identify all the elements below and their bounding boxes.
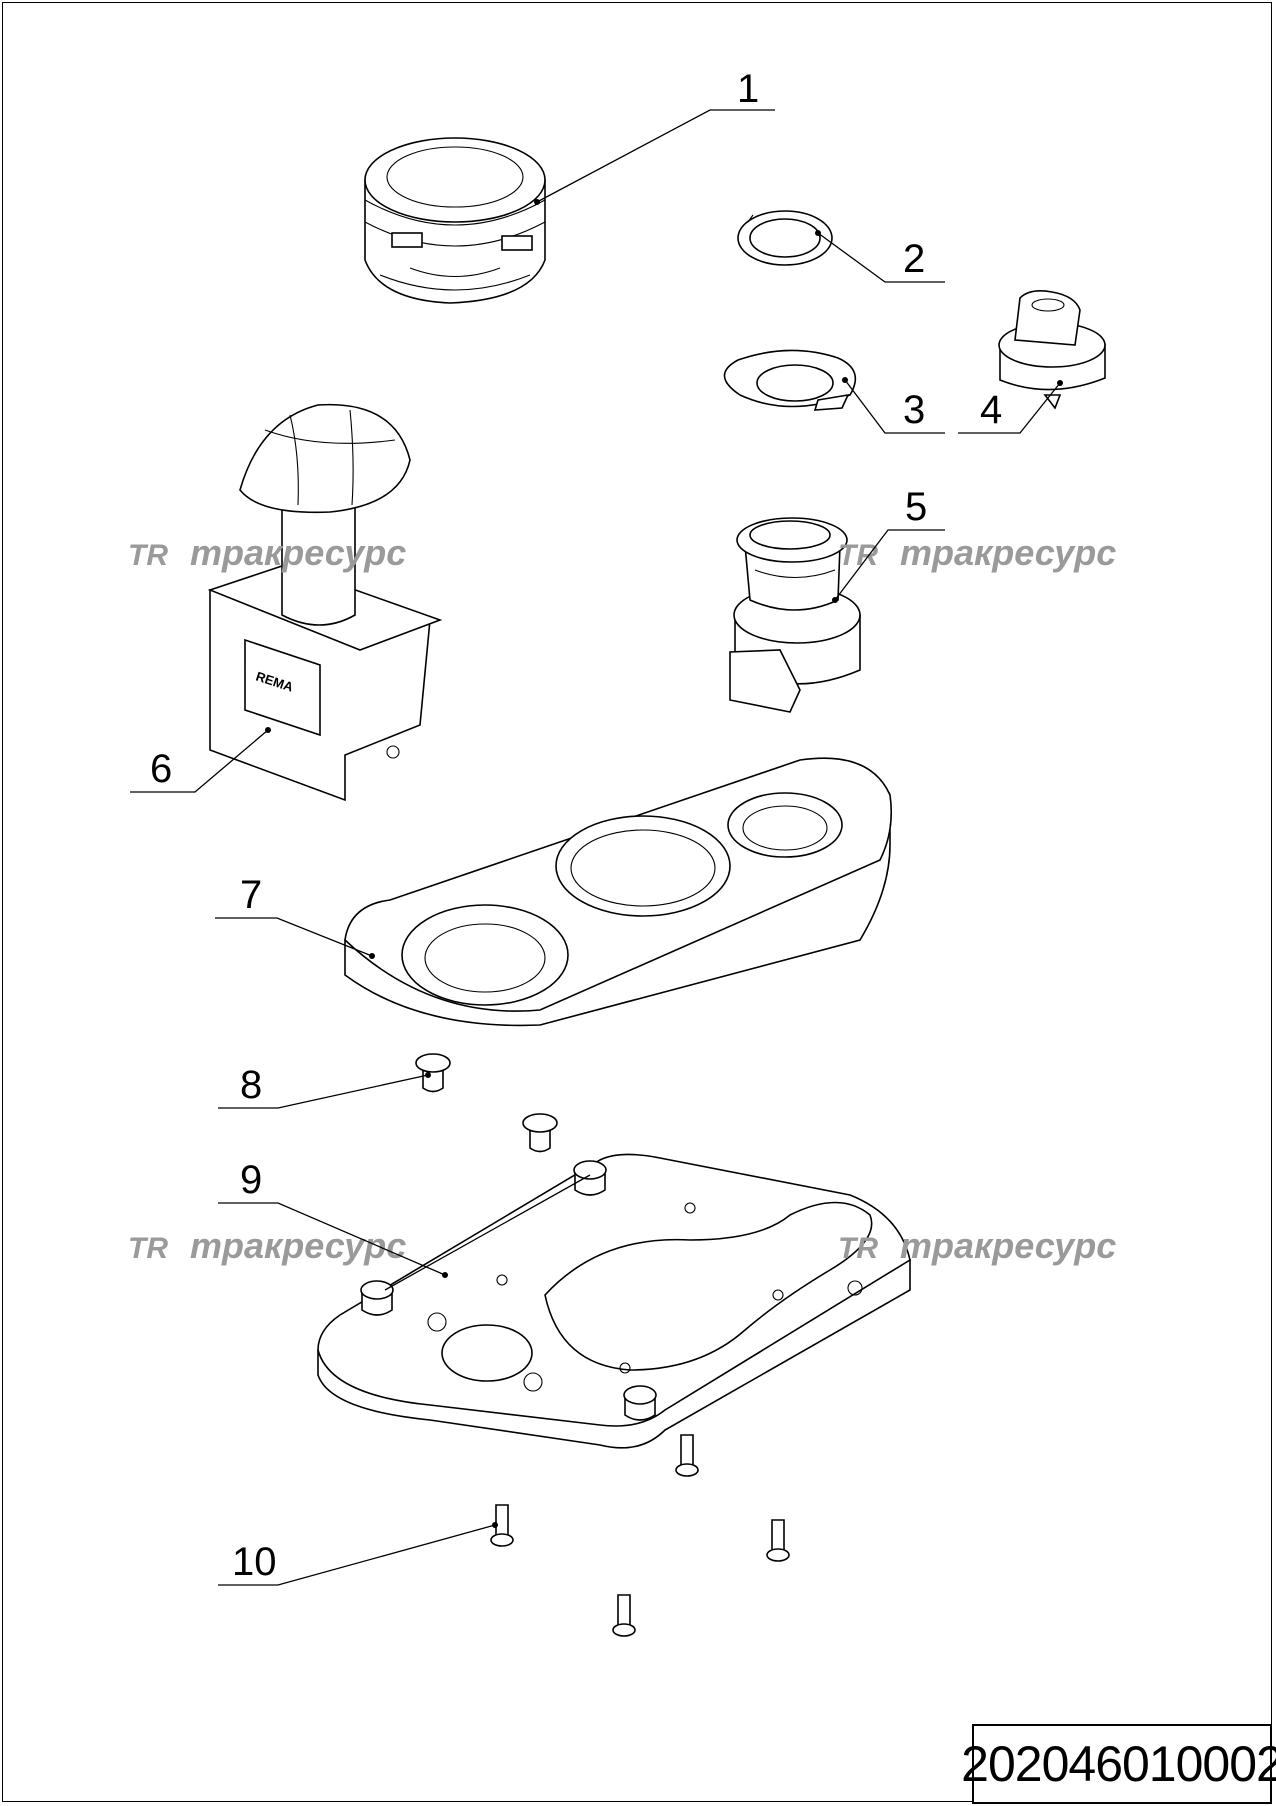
watermark-text: тракресурс — [900, 532, 1116, 573]
callout-5: 5 — [832, 485, 945, 603]
watermark-4: TR тракресурс — [838, 1225, 1116, 1266]
callout-1: 1 — [534, 67, 775, 205]
watermark-text: тракресурс — [190, 532, 406, 573]
callout-9: 9 — [218, 1158, 591, 1291]
callout-label: 10 — [232, 1540, 277, 1584]
part-3-washer — [723, 349, 857, 411]
watermark-text: тракресурс — [190, 1225, 406, 1266]
part-4-key-knob — [998, 290, 1106, 410]
part-7-panel — [344, 757, 893, 1027]
callout-7: 7 — [215, 873, 375, 959]
callout-3: 3 — [842, 377, 945, 434]
part-6-battery-switch — [207, 403, 443, 802]
callout-label: 5 — [905, 485, 927, 529]
watermark-logo: TR — [838, 539, 878, 572]
callout-label: 6 — [150, 747, 172, 791]
callout-8: 8 — [218, 1063, 431, 1109]
callout-2: 2 — [815, 230, 945, 283]
part-8-screws — [415, 1053, 558, 1153]
callout-4: 4 — [958, 380, 1063, 434]
watermark-logo: TR — [838, 1232, 878, 1265]
watermark-1: TR тракресурс — [128, 532, 406, 573]
callout-label: 1 — [737, 67, 759, 111]
callout-6: 6 — [130, 727, 271, 793]
watermark-logo: TR — [128, 539, 168, 572]
callout-label: 9 — [240, 1158, 262, 1202]
part-1-push-button — [364, 137, 546, 304]
part-10-screws — [490, 1434, 790, 1637]
part-9-base-plate — [317, 1153, 911, 1449]
callout-label: 8 — [240, 1063, 262, 1107]
watermark-2: TR тракресурс — [838, 532, 1116, 573]
callout-10: 10 — [218, 1522, 498, 1586]
part-2-ring — [737, 210, 833, 266]
part-5-ignition-lock — [729, 517, 861, 713]
watermark-3: TR тракресурс — [128, 1225, 406, 1266]
watermark-text: тракресурс — [900, 1225, 1116, 1266]
callout-label: 4 — [980, 388, 1002, 432]
drawing-number-box: 202046010002 — [961, 1724, 1276, 1804]
callout-label: 2 — [903, 237, 925, 281]
callout-label: 7 — [240, 873, 262, 917]
watermark-logo: TR — [128, 1232, 168, 1265]
callout-label: 3 — [903, 388, 925, 432]
